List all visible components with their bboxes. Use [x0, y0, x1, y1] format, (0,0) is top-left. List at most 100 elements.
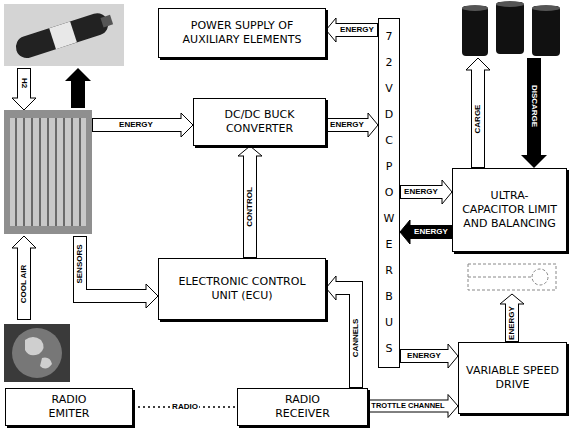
connector-label: ENERGY: [403, 188, 439, 196]
arrow-label: DISCARGE: [530, 84, 538, 128]
emitter-box: RADIO EMITER: [5, 388, 133, 426]
fin: [47, 118, 49, 226]
connector-label: ENERGY: [413, 228, 449, 236]
hydrogen-tank: [13, 9, 115, 61]
connector-label: CONTROL: [246, 186, 254, 228]
arrow-body: [368, 400, 448, 413]
h2-arrow-head: [12, 98, 36, 110]
receiver-box: RADIO RECEIVER: [237, 388, 368, 426]
arrow-head: [326, 276, 336, 300]
box-label: VARIABLE SPEED DRIVE: [465, 364, 560, 392]
supply-box: POWER SUPPLY OF AUXILIARY ELEMENTS: [158, 8, 326, 58]
energy-connector: [326, 18, 378, 42]
energy-connector: [400, 180, 452, 204]
fin: [23, 118, 25, 226]
converter-box: DC/DC BUCK CONVERTER: [193, 98, 326, 146]
motor-energy-arrow: [505, 304, 519, 342]
arrow-head: [238, 146, 262, 156]
motor-energy-arrow-fill: [506, 303, 518, 341]
arrow-head: [448, 344, 458, 368]
arrow-label: CARGE: [474, 104, 482, 135]
capacitor-top: [496, 1, 524, 7]
arrow-head: [448, 395, 458, 418]
exhaust-arrow: [71, 80, 85, 108]
arrow-body: [410, 225, 452, 239]
charge-arrow-head: [466, 58, 490, 70]
charge-arrow: [471, 70, 485, 168]
fin: [63, 118, 65, 226]
box-label: RADIO EMITER: [39, 393, 99, 421]
charge-arrow-fill: [472, 69, 484, 167]
energy-connector: [400, 344, 458, 368]
arrow-body: [336, 23, 378, 37]
sensors-arrow: [80, 236, 146, 296]
energy-connector: [326, 113, 378, 137]
fin: [71, 118, 73, 226]
arrow-label: ENERGY: [508, 305, 516, 341]
box-label: POWER SUPPLY OF AUXILIARY ELEMENTS: [165, 19, 319, 47]
box-label: ULTRA- CAPACITOR LIMIT AND BALANCING: [459, 189, 560, 230]
fin: [15, 118, 17, 226]
arrow-label: ENERGY: [118, 121, 154, 129]
energy-connector: [400, 220, 452, 244]
connector-label: ENERGY: [339, 26, 375, 34]
motor-wire: [468, 277, 532, 278]
arrow-fill: [369, 401, 449, 412]
tank-band: [49, 21, 77, 49]
arrow-body: [326, 118, 368, 132]
motor-symbol: [532, 269, 548, 285]
motor-sketch: [468, 264, 556, 290]
fin: [39, 118, 41, 226]
arrow-fill: [327, 119, 369, 131]
sensors-arrow-head: [146, 284, 158, 308]
h2-arrow: [17, 68, 31, 98]
ecu-box: ELECTRONIC CONTROL UNIT (ECU): [158, 258, 326, 320]
connector-label: CANNELS: [352, 318, 360, 359]
box-label: 72 VDC POWER BUS: [382, 24, 395, 362]
capacitor: [496, 2, 524, 54]
capacitor-top: [532, 5, 560, 11]
sensors-arrow-fill: [80, 237, 147, 296]
h2-arrow-fill: [18, 69, 30, 99]
connector-label: ENERGY: [406, 352, 442, 360]
fin: [31, 118, 33, 226]
arrow-body: [400, 185, 442, 199]
tank-body: [13, 10, 111, 61]
tank-valve: [100, 15, 113, 28]
energy-arrow-head: [181, 113, 193, 137]
fuel-cell-photo: [4, 110, 92, 234]
drive-box: VARIABLE SPEED DRIVE: [458, 342, 567, 414]
box-label: RADIO RECEIVER: [263, 393, 343, 421]
box-label: ELECTRONIC CONTROL UNIT (ECU): [165, 275, 319, 303]
exhaust-arrow-head: [65, 68, 91, 81]
energy-arrow-fill: [93, 119, 182, 131]
arrow-label: SENSORS: [76, 243, 84, 284]
connector-label: RADIO: [171, 403, 199, 411]
energy-connector: [238, 146, 262, 258]
tank-photo: [4, 4, 124, 66]
arrow-body: [243, 156, 257, 258]
capacitor-top: [462, 5, 488, 11]
earth-land: [25, 337, 52, 369]
capacitor: [462, 6, 488, 56]
arrow-body: [400, 349, 448, 363]
fin: [79, 118, 81, 226]
motor-energy-arrow-head: [500, 294, 524, 304]
fuel-cell-stack: [10, 118, 86, 226]
arrow-label: COOL AIR: [20, 264, 28, 305]
fuel-cell-fins: [16, 118, 80, 226]
arrow-label: H2: [20, 77, 28, 89]
arrow-fill: [244, 155, 256, 257]
power-bus: 72 VDC POWER BUS: [378, 18, 400, 368]
cool-air-arrow-head: [12, 236, 36, 248]
arrow-fill: [401, 350, 449, 362]
arrow-fill: [401, 186, 443, 198]
connector-label: ENERGY: [329, 121, 365, 129]
cool-air-arrow: [17, 248, 31, 320]
box-label: DC/DC BUCK CONVERTER: [200, 108, 319, 136]
ultracapacitor-photo: [462, 1, 560, 56]
cool-air-arrow-fill: [18, 247, 30, 319]
energy-connector: [368, 395, 458, 418]
discharge-arrow: [527, 58, 541, 156]
